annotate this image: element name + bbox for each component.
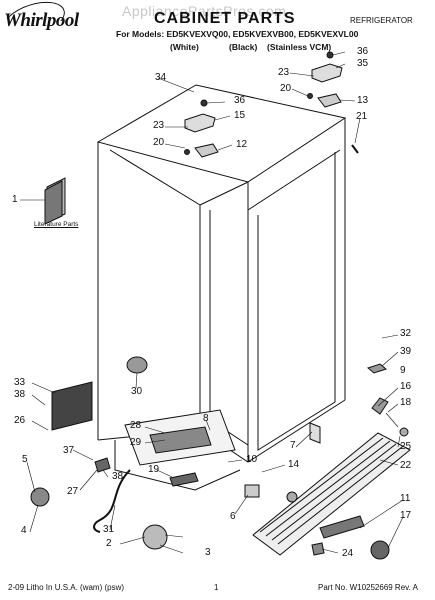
page-title: CABINET PARTS: [154, 10, 296, 27]
callout-10: 10: [246, 454, 258, 465]
callout-34: 34: [155, 72, 167, 83]
callout-4: 4: [21, 525, 27, 536]
variant-white: (White): [170, 42, 199, 52]
callout-38-left: 38: [14, 389, 26, 400]
callout-37: 37: [63, 445, 75, 456]
callout-13: 13: [357, 95, 369, 106]
brand-logo: Whirlpool: [4, 10, 79, 31]
callout-29: 29: [130, 437, 142, 448]
top-hinge-parts: [184, 51, 359, 158]
callout-26: 26: [14, 415, 26, 426]
callout-2: 2: [106, 538, 112, 549]
callout-5: 5: [22, 454, 28, 465]
callout-30: 30: [131, 386, 143, 397]
callout-14: 14: [288, 459, 300, 470]
footer-print-info: 2-09 Litho In U.S.A. (wam) (psw): [8, 583, 125, 592]
part-number: Part No. W10252669 Rev. A: [318, 583, 418, 592]
callout-11: 11: [400, 493, 411, 504]
callout-3: 3: [205, 547, 211, 558]
leader-lines: [20, 51, 404, 554]
literature-booklet: [44, 177, 66, 225]
callout-18: 18: [400, 397, 412, 408]
callout-19: 19: [148, 464, 160, 475]
right-side-parts: [244, 363, 409, 560]
callout-6: 6: [230, 511, 236, 522]
callout-17: 17: [400, 510, 412, 521]
callout-8: 8: [203, 413, 209, 424]
callout-23-upper-right: 23: [278, 67, 290, 78]
callout-35: 35: [357, 58, 369, 69]
callout-15: 15: [234, 110, 246, 121]
callout-31: 31: [103, 524, 115, 535]
front-grille: [252, 432, 411, 556]
callout-22: 22: [400, 460, 412, 471]
callout-32: 32: [400, 328, 412, 339]
callout-1: 1: [12, 194, 18, 205]
callout-21: 21: [356, 111, 368, 122]
callout-33: 33: [14, 377, 26, 388]
variant-stainless: (Stainless VCM): [267, 42, 332, 52]
callout-16: 16: [400, 381, 412, 392]
callout-27: 27: [67, 486, 79, 497]
variant-black: (Black): [229, 42, 258, 52]
page-number: 1: [214, 583, 219, 592]
callout-23-upper-left: 23: [153, 120, 165, 131]
callout-7: 7: [290, 440, 296, 451]
callout-36-upper-left: 36: [234, 95, 246, 106]
callout-12: 12: [236, 139, 248, 150]
watermark: AppliancePartsPros.com: [122, 3, 287, 19]
category-label: REFRIGERATOR: [350, 16, 413, 25]
models-line: For Models: ED5KVEXVQ00, ED5KVEXVB00, ED…: [116, 29, 359, 39]
callout-25: 25: [400, 441, 412, 452]
callout-9: 9: [400, 365, 406, 376]
callout-20-upper-right: 20: [280, 83, 292, 94]
callout-20-upper-left: 20: [153, 137, 165, 148]
literature-label: Literature Parts: [34, 221, 79, 228]
callout-39: 39: [400, 346, 412, 357]
callout-36-upper-right: 36: [357, 46, 369, 57]
callout-28: 28: [130, 420, 142, 431]
callout-38-lower: 38: [112, 471, 124, 482]
callout-24: 24: [342, 548, 354, 559]
